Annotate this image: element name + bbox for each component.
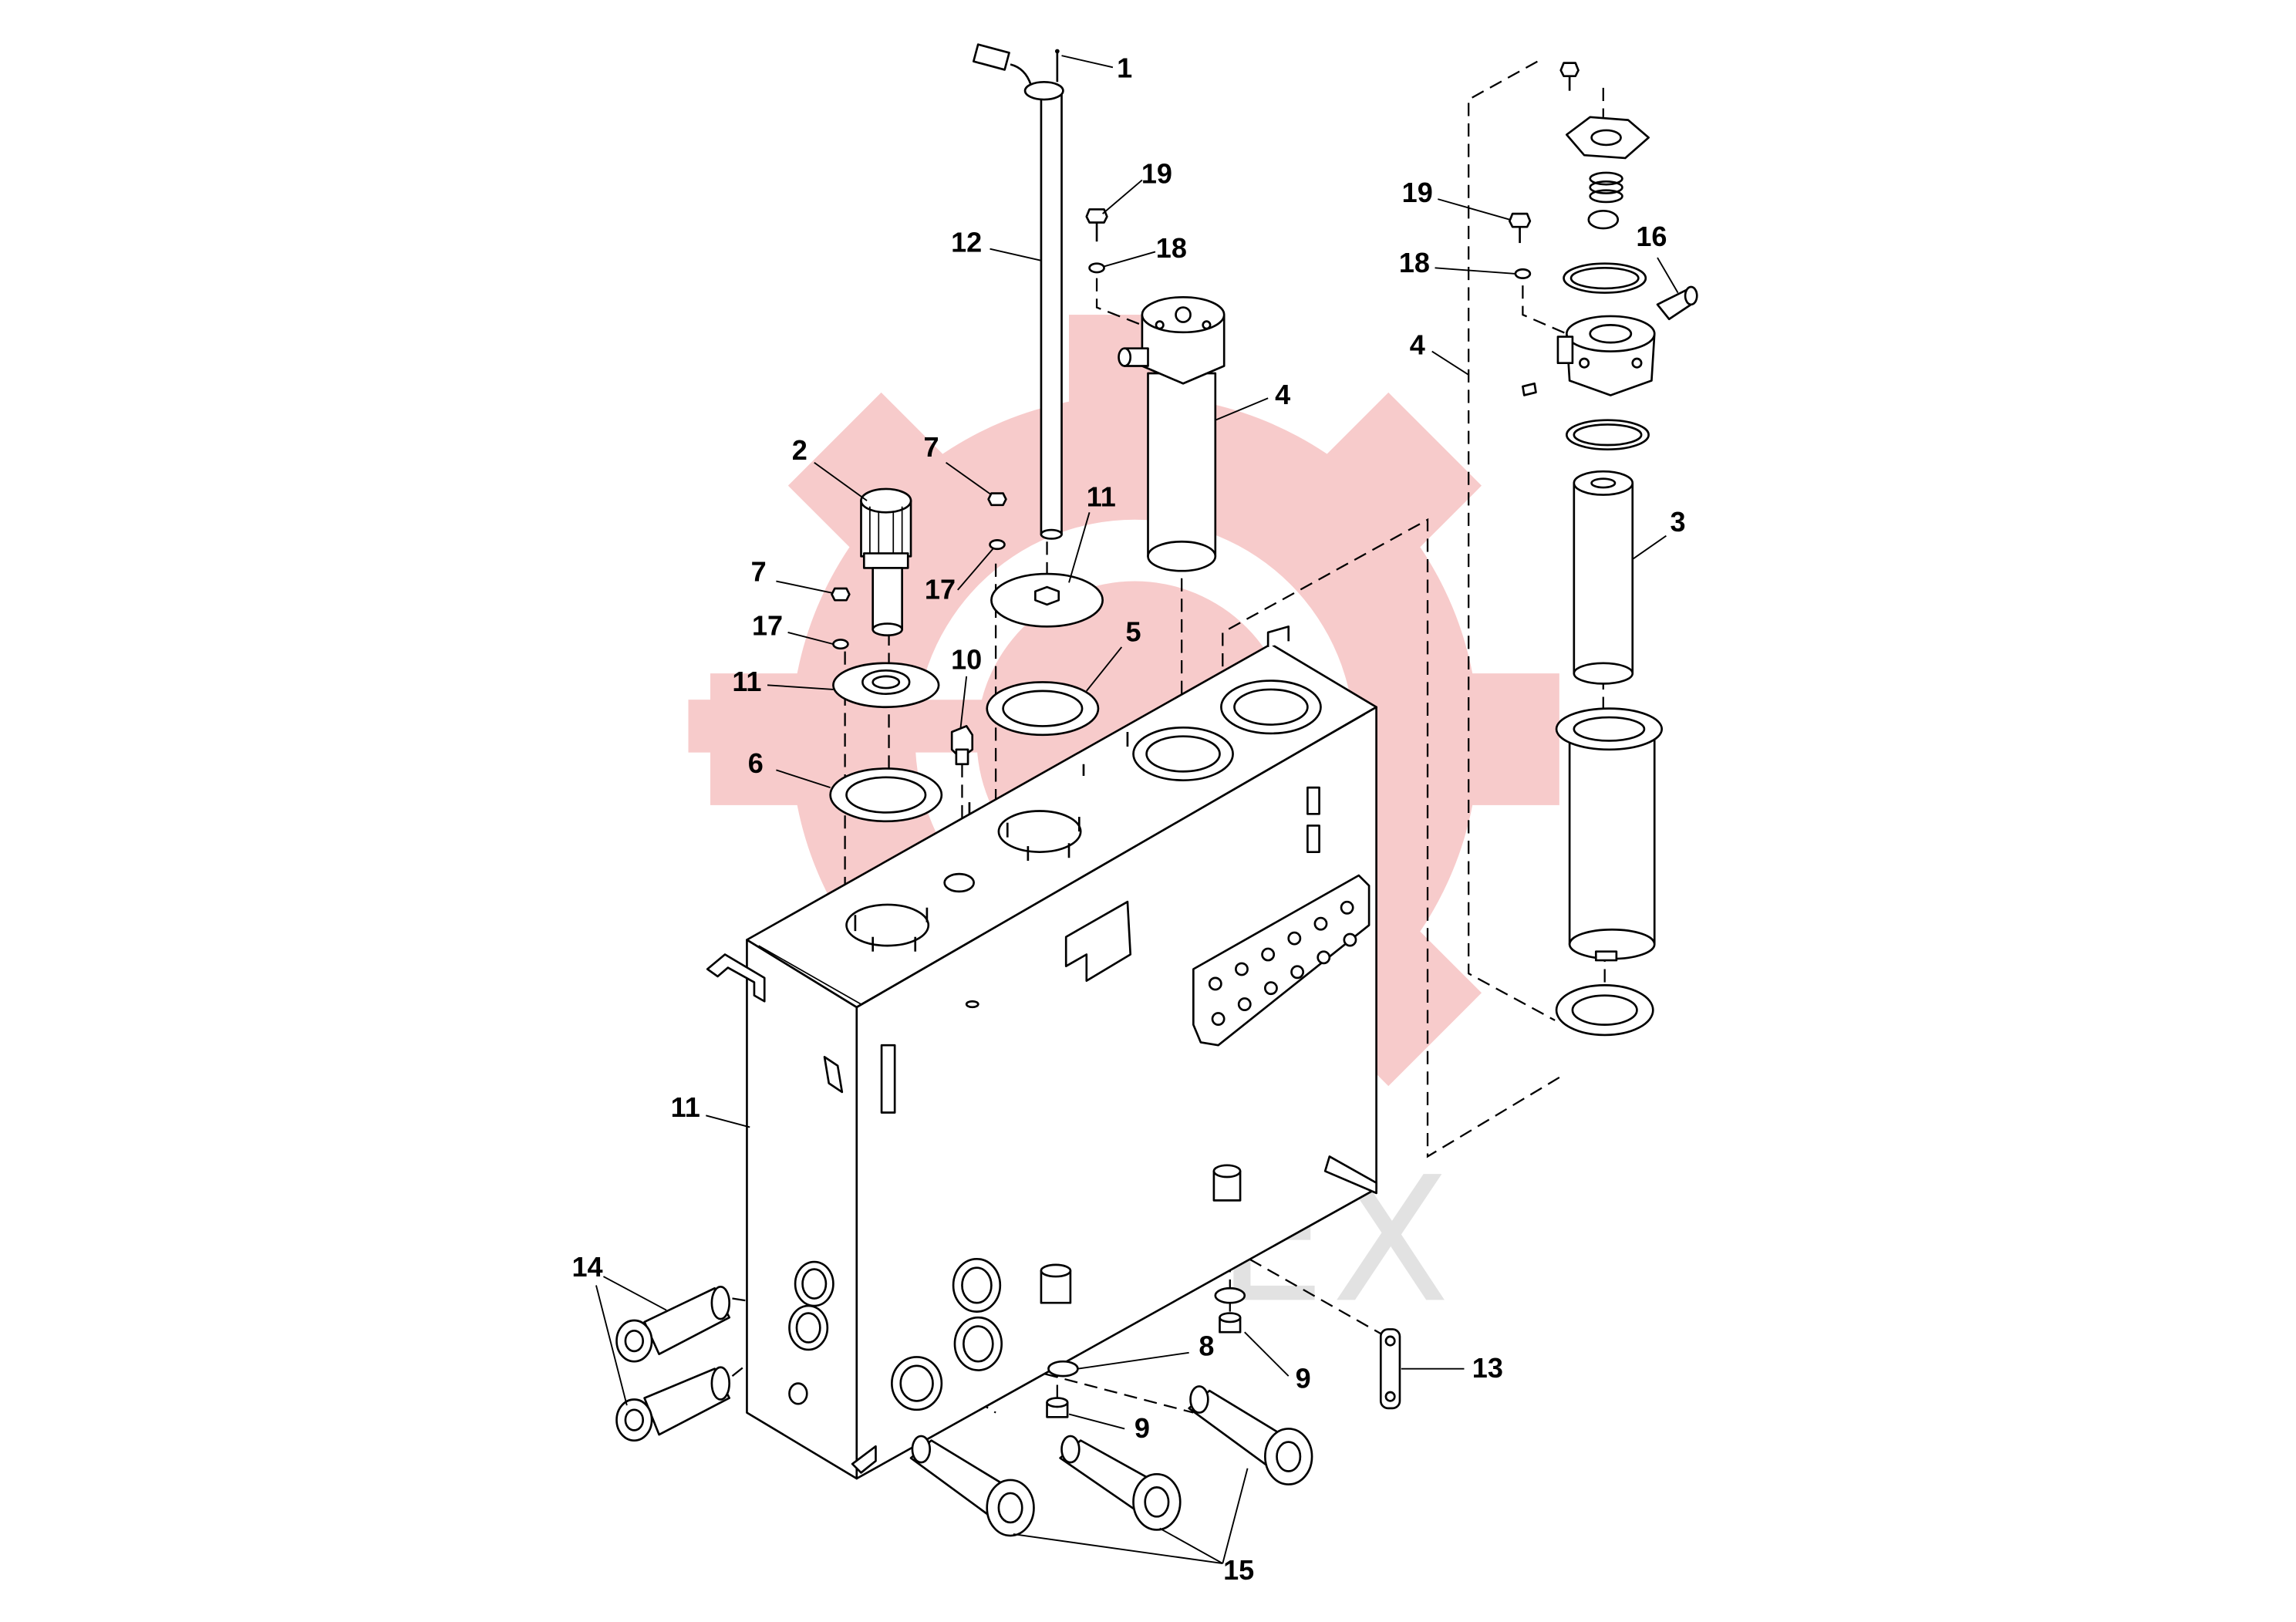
callout-2-breather: 2 [792, 434, 807, 466]
callout-8-o-ring: 8 [1199, 1330, 1214, 1362]
callout-1-sensor: 1 [1117, 52, 1132, 84]
front-slot [880, 1044, 896, 1114]
callout-18-right-washer: 18 [1399, 247, 1430, 278]
tank-body [706, 626, 1377, 1480]
leader-lines [595, 55, 1679, 1565]
filter-screw [1522, 382, 1537, 396]
return-tubes [909, 1385, 1313, 1537]
return-filter-center [1118, 295, 1226, 572]
sensor-flange [990, 572, 1104, 628]
magnetic-plugs [1040, 1164, 1246, 1418]
callout-16-indicator: 16 [1636, 221, 1667, 252]
callout-13-bracket: 13 [1472, 1352, 1503, 1384]
callout-11-filler-flange: 11 [732, 666, 761, 697]
tank-top-holes [845, 679, 1322, 952]
bolt-washer-center [1085, 208, 1108, 274]
callout-5-sensor-gasket: 5 [1125, 615, 1141, 647]
filter-head [1556, 315, 1656, 396]
drain-washer [943, 872, 975, 893]
callout-18-center-washer: 18 [1156, 232, 1187, 264]
callout-4-exploded-filter: 4 [1410, 329, 1425, 360]
tank-side-bracket [706, 953, 766, 1003]
bolt-washer-right [1508, 212, 1532, 279]
tank-foot [1323, 1155, 1377, 1195]
left-face-tag [823, 1056, 844, 1094]
tank-ports [788, 1257, 1003, 1411]
callout-11-sensor-flange: 11 [1087, 481, 1116, 513]
filler-breather [860, 487, 912, 637]
nut-washer-right [987, 492, 1007, 551]
sensor-connector [972, 43, 1010, 71]
filler-gasket [829, 767, 943, 823]
callout-14-suction-tubes: 14 [572, 1251, 603, 1283]
front-bracket [1064, 900, 1132, 982]
callout-15-return-tubes: 15 [1223, 1554, 1254, 1586]
callout-4-center-filter: 4 [1275, 379, 1290, 410]
sensor-gasket [986, 681, 1100, 737]
level-sensor-rod [972, 43, 1064, 540]
callout-7-right-nut: 7 [924, 431, 939, 463]
filter-element [1573, 470, 1634, 685]
clamp-bracket [1379, 1328, 1401, 1410]
filter-spring [1589, 171, 1623, 204]
callout-6-filler-gasket: 6 [748, 747, 764, 779]
mounting-plate [1192, 874, 1371, 1047]
filler-flange [832, 662, 940, 709]
filter-bowl [1555, 707, 1664, 962]
filter-gasket-bottom [1555, 984, 1654, 1037]
callout-10-drain-plug: 10 [951, 643, 982, 675]
callout-3-filter-element: 3 [1671, 506, 1686, 538]
callout-12-rod: 12 [951, 226, 982, 258]
exploded-filter [1522, 62, 1698, 1037]
callout-19-center-bolt: 19 [1141, 157, 1172, 189]
callout-17-right-washer: 17 [925, 573, 956, 605]
callout-9-left-plug: 9 [1135, 1412, 1150, 1444]
suction-tubes [615, 1286, 730, 1442]
callout-17-left-washer: 17 [752, 610, 783, 642]
callout-19-right-bolt: 19 [1402, 177, 1433, 208]
callout-7-left-nut: 7 [751, 556, 767, 588]
filter-bolt [1559, 62, 1580, 78]
callout-11-tank: 11 [671, 1091, 700, 1123]
drain-plug [950, 725, 974, 766]
callout-9-right-plug: 9 [1296, 1362, 1311, 1394]
callouts: 1 19 12 18 4 2 7 11 7 17 17 11 10 5 6 19… [572, 52, 1686, 1586]
bypass-valve [1587, 209, 1620, 230]
mounting-plate-holes [1208, 900, 1357, 1026]
